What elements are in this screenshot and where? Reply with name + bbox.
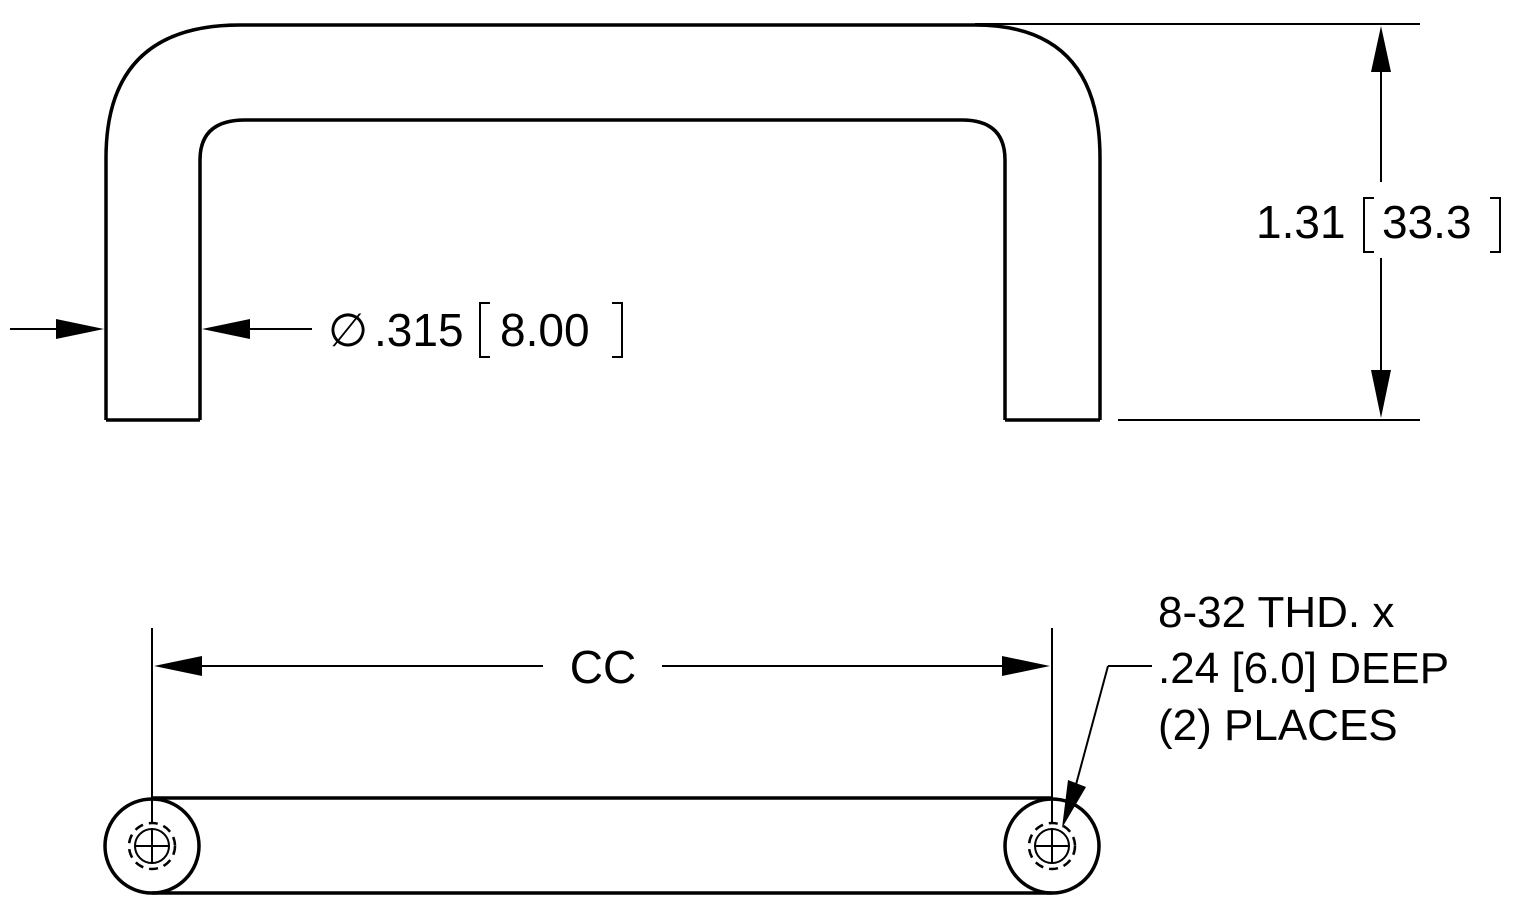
arrowhead-left [154, 656, 202, 676]
arrowhead-down [1371, 370, 1391, 418]
thread-major-circle [127, 821, 177, 871]
height-mm-value: 33.3 [1382, 196, 1472, 248]
thread-callout: 8-32 THD. x .24 [6.0] DEEP (2) PLACES [1062, 588, 1449, 828]
height-dimension: 1.31 33.3 [975, 23, 1501, 421]
bracket-open [1363, 197, 1374, 253]
thread-note-line3: (2) PLACES [1158, 701, 1398, 750]
handle-outer-profile [104, 23, 1102, 420]
diameter-symbol: ∅ [328, 304, 368, 356]
bracket-close [1490, 197, 1501, 253]
right-threaded-hole [1027, 821, 1077, 871]
bracket-close [612, 302, 623, 358]
thread-note-line2: .24 [6.0] DEEP [1158, 644, 1449, 693]
thread-major-circle [1027, 821, 1077, 871]
height-inch-value: 1.31 [1256, 196, 1346, 248]
arrowhead-left [202, 319, 250, 339]
leader-diagonal [1073, 665, 1109, 793]
cc-label: CC [570, 641, 636, 693]
arrowhead-up [1371, 26, 1391, 72]
cc-dimension: CC [151, 628, 1053, 822]
thread-note-line1: 8-32 THD. x [1158, 588, 1394, 637]
diameter-dimension: ∅ .315 8.00 [10, 302, 623, 358]
arrowhead-right [56, 319, 104, 339]
diameter-mm-value: 8.00 [500, 304, 590, 356]
arrowhead-right [1002, 656, 1050, 676]
handle-inner-profile [198, 118, 1007, 420]
leader-arrowhead [1062, 780, 1086, 828]
front-view [104, 23, 1102, 422]
bracket-open [479, 302, 490, 358]
left-threaded-hole [127, 821, 177, 871]
top-view [103, 796, 1101, 895]
diameter-inch-value: .315 [374, 304, 464, 356]
